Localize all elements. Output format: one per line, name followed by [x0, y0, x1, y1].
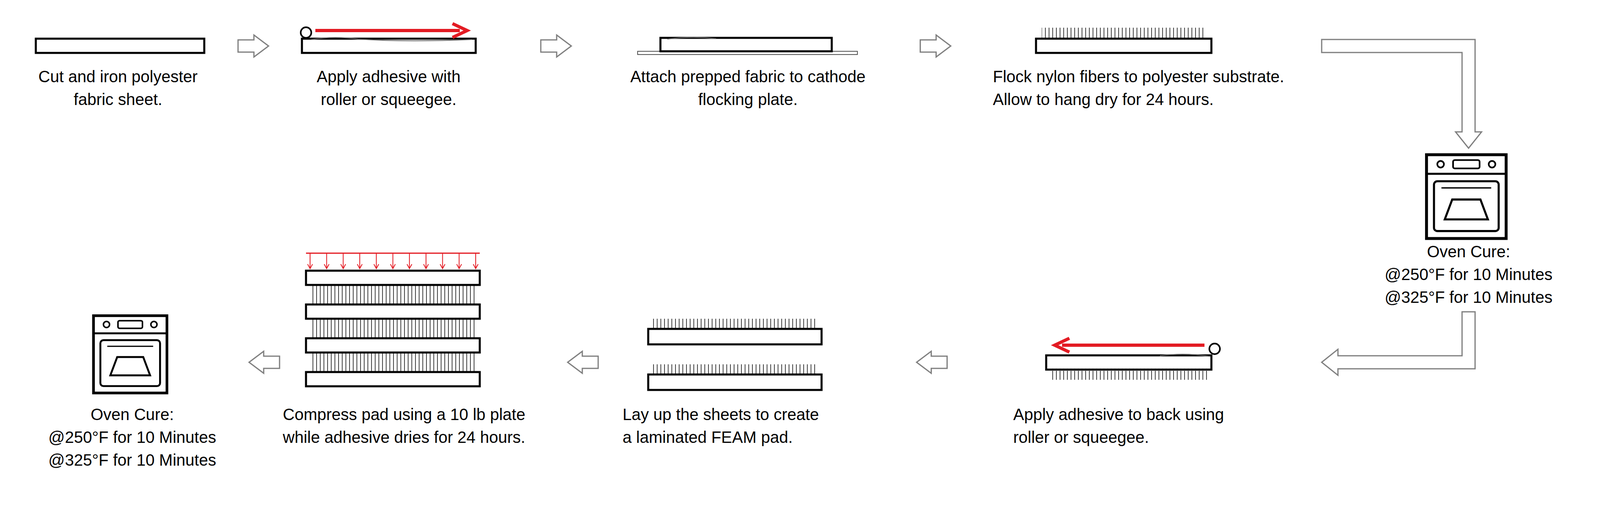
step-caption: Lay up the sheets to create a laminated … [622, 402, 827, 449]
step-caption: @250°F for 10 Minutes @325°F for 10 Minu… [1366, 262, 1571, 309]
flow-arrow [916, 351, 948, 374]
load-arrow [359, 253, 361, 268]
process-step: Apply adhesive with roller or squeegee. [282, 22, 495, 111]
step-caption: Compress pad using a 10 lb plate while a… [282, 402, 536, 449]
load-arrow-head [406, 264, 412, 269]
fabric-sheet [306, 338, 480, 353]
process-step: Oven Cure:@250°F for 10 Minutes @325°F f… [18, 248, 246, 472]
load-arrow-head [373, 264, 379, 269]
oven-icon [1426, 154, 1507, 239]
compression-arrows [306, 253, 480, 269]
flow-arrow [920, 34, 951, 57]
load-arrow-head [324, 264, 330, 269]
motion-arrow [315, 28, 460, 33]
step-caption: Cut and iron polyester fabric sheet. [16, 65, 220, 111]
step-caption: Oven Cure: [1356, 240, 1581, 263]
load-arrow-head [440, 264, 446, 269]
roller [1209, 343, 1220, 355]
fabric-sheet [306, 304, 480, 319]
load-arrow [309, 253, 311, 268]
flow-arrow [567, 351, 599, 374]
load-arrow-head [456, 264, 462, 269]
fabric-sheet [1046, 355, 1212, 370]
process-step: Cut and iron polyester fabric sheet. [12, 22, 224, 111]
step-caption: Oven Cure: [20, 402, 245, 426]
load-arrow [375, 253, 377, 268]
flock-fibers [652, 364, 818, 375]
step-caption: Attach prepped fabric to cathode flockin… [623, 65, 873, 111]
flow-arrow [238, 34, 269, 57]
load-arrow [408, 253, 410, 268]
flock-fibers [310, 352, 476, 372]
load-arrow-head [473, 264, 479, 269]
motion-arrow-head [1054, 338, 1070, 352]
step-caption: Apply adhesive to back using roller or s… [1013, 402, 1242, 449]
load-arrow [475, 253, 477, 268]
step-caption: Apply adhesive with roller or squeegee. [299, 65, 479, 111]
process-step: Lay up the sheets to create a laminated … [622, 248, 851, 449]
adhesive-layer [667, 37, 717, 40]
flow-arrow [540, 34, 572, 57]
flock-fibers [1050, 369, 1208, 380]
oven-icon [93, 315, 167, 394]
fabric-sheet [648, 374, 822, 390]
load-arrow [425, 253, 427, 268]
step-caption: Flock nylon fibers to polyester substrat… [992, 65, 1299, 111]
fabric-sheet [648, 328, 822, 345]
flow-arrow [1321, 311, 1476, 376]
flock-fibers [310, 284, 476, 305]
fabric-sheet [660, 37, 832, 52]
fabric-sheet [306, 371, 480, 387]
flow-arrow [249, 351, 280, 374]
process-step: Attach prepped fabric to cathode flockin… [617, 22, 879, 111]
load-arrow [342, 253, 344, 268]
load-arrow-head [340, 264, 346, 269]
load-arrow [326, 253, 328, 268]
roller [300, 27, 312, 38]
process-step: Compress pad using a 10 lb plate while a… [282, 248, 544, 449]
load-arrow-head [307, 264, 313, 269]
flow-arrow [1321, 39, 1482, 149]
fabric-sheet [1036, 38, 1212, 53]
motion-arrow [1062, 343, 1205, 347]
flock-fibers [310, 318, 476, 339]
fabric-sheet [35, 38, 205, 53]
process-step: Apply adhesive to back using roller or s… [1013, 248, 1319, 449]
motion-arrow-head [452, 23, 468, 38]
load-arrow [442, 253, 444, 268]
laminated-stack [306, 270, 480, 387]
flock-fibers [652, 318, 818, 329]
load-arrow-head [423, 264, 429, 269]
load-arrow-head [357, 264, 363, 269]
process-step: Oven Cure:@250°F for 10 Minutes @325°F f… [1355, 150, 1583, 309]
load-arrow [458, 253, 460, 268]
fabric-sheet [306, 270, 480, 285]
adhesive-layer [1159, 354, 1209, 357]
step-caption: @250°F for 10 Minutes @325°F for 10 Minu… [30, 425, 234, 472]
adhesive-layer [311, 37, 473, 41]
flock-fibers [1041, 27, 1207, 39]
load-arrow-head [390, 264, 396, 269]
process-step: Flock nylon fibers to polyester substrat… [992, 22, 1319, 111]
load-arrow [392, 253, 394, 268]
